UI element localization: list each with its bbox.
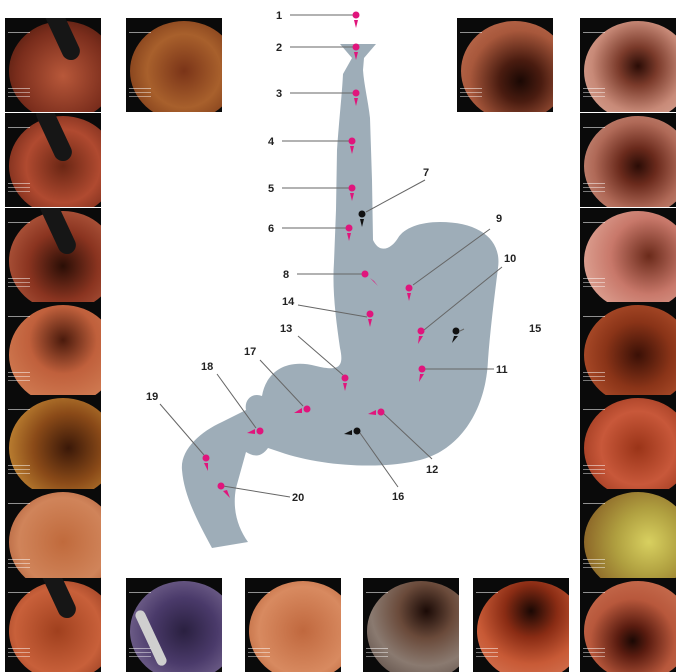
label-16: 16: [392, 491, 404, 503]
label-3: 3: [276, 88, 282, 100]
label-9: 9: [496, 213, 502, 225]
label-12: 12: [426, 464, 438, 476]
label-10: 10: [504, 253, 516, 265]
stomach-silhouette: [182, 44, 499, 548]
label-18: 18: [201, 361, 213, 373]
label-11: 11: [496, 364, 508, 376]
label-8: 8: [283, 269, 289, 281]
label-7: 7: [423, 167, 429, 179]
label-1: 1: [276, 10, 282, 22]
label-2: 2: [276, 42, 282, 54]
label-19: 19: [146, 391, 158, 403]
label-15: 15: [529, 323, 541, 335]
label-4: 4: [268, 136, 275, 148]
label-17: 17: [244, 346, 256, 358]
label-13: 13: [280, 323, 292, 335]
label-6: 6: [268, 223, 274, 235]
label-20: 20: [292, 492, 304, 504]
label-14: 14: [282, 296, 295, 308]
label-5: 5: [268, 183, 274, 195]
